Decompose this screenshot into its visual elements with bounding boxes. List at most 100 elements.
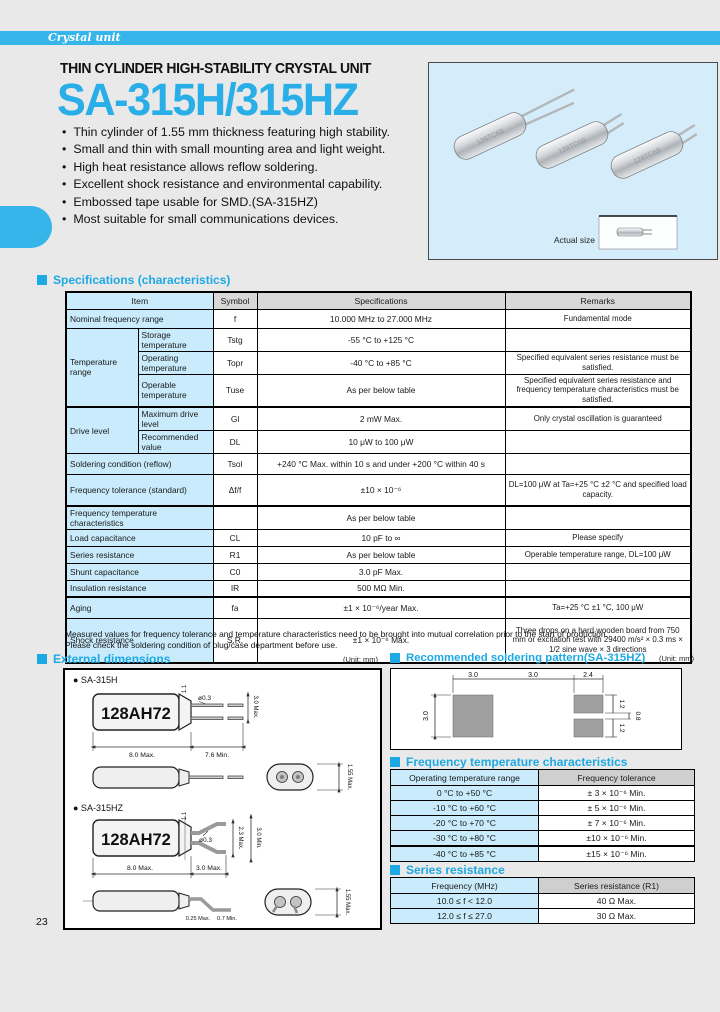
table-notes: Measured values for frequency tolerance … (65, 629, 705, 651)
hz-standoff-dim: 0.25 Max. (186, 916, 211, 922)
dim-left-height: 3.0 (423, 711, 430, 721)
crystal-1: 128TC6B (453, 88, 575, 160)
dim-right-width: 2.4 (583, 672, 593, 679)
feature-item: Thin cylinder of 1.55 mm thickness featu… (62, 124, 428, 141)
section-title: Specifications (characteristics) (53, 273, 231, 287)
unit-label: (Unit: mm) (659, 653, 694, 663)
pad-large (452, 694, 494, 738)
freq-temp-row: -20 °C to +70 °C ± 7 × 10⁻⁶ Min. (390, 815, 695, 831)
freq-temp-row: -40 °C to +85 °C ±15 × 10⁻⁶ Min. (390, 845, 695, 862)
freq-temp-heading: Frequency temperature characteristics (390, 755, 694, 769)
col-series-resistance: Series resistance (R1) (538, 877, 695, 894)
external-dimensions-box: ● SA-315H 128AH72 ø0.3 3.0 Max. 1.1 (63, 668, 382, 930)
spec-row: Shock resistance S.R. ±1 × 10⁻⁶ Max. Thr… (65, 617, 692, 664)
h-collar-dim: 1.1 (182, 684, 188, 693)
feature-item: Small and thin with small mounting area … (62, 141, 428, 158)
freq-temp-table: Operating temperature range Frequency to… (390, 769, 695, 862)
note-line: Measured values for frequency tolerance … (65, 629, 608, 639)
soldering-pattern-box: 3.0 3.0 2.4 3.0 1.2 1.2 0.8 (390, 668, 682, 750)
series-resistance-heading: Series resistance (390, 863, 694, 877)
h-body-length: 8.0 Max. (129, 752, 155, 759)
category-banner: Crystal unit (0, 31, 720, 45)
spec-row: Operating temperature Topr -40 °C to +85… (66, 350, 692, 375)
crystal-photo-graphic: 128TC6B 128TC6B 128TC6B Actual size (453, 88, 698, 250)
section-square-icon (390, 757, 400, 767)
dim-pad-gap: 0.8 (634, 711, 641, 720)
sa315hz-drawing: ● SA-315HZ 128AH72 ø0.3 2.3 Max. 3.0 Min… (73, 803, 350, 922)
sa315h-drawing: ● SA-315H 128AH72 ø0.3 3.0 Max. 1.1 (73, 675, 352, 793)
unit-label: (Unit: mm) (343, 654, 378, 664)
hz-lead-span-dim: 3.0 Min. (255, 827, 261, 849)
hz-lead-spread-dim: 2.3 Max. (237, 826, 243, 849)
specifications-table: Item Symbol Specifications Remarks Nomin… (65, 291, 692, 665)
side-index-tab (0, 206, 52, 248)
freq-temp-header-row: Operating temperature range Frequency to… (390, 769, 695, 786)
dim-pad1-height: 1.2 (618, 699, 625, 708)
section-square-icon (390, 865, 400, 875)
h-marking: 128AH72 (101, 705, 171, 723)
pad-small-top (573, 694, 604, 714)
external-dimensions-heading: External dimensions (Unit: mm) (37, 652, 378, 666)
spec-row: Frequency temperature characteristics As… (65, 504, 692, 530)
soldering-pattern-drawing: 3.0 3.0 2.4 3.0 1.2 1.2 0.8 (423, 672, 641, 740)
spec-row: Recommended value DL 10 μW to 100 μW (66, 430, 692, 455)
spec-row: Temperature range Storage temperature Ts… (65, 327, 692, 408)
section-square-icon (37, 275, 47, 285)
sa315h-label: ● SA-315H (73, 675, 117, 685)
spec-row: Frequency tolerance (standard) Δf/f ±10 … (65, 474, 692, 507)
specifications-section-heading: Specifications (characteristics) (37, 273, 437, 287)
product-title: SA-315H/315HZ (57, 74, 359, 125)
spec-row: Insulation resistance IR 500 MΩ Min. (65, 579, 692, 598)
dimension-drawings: ● SA-315H 128AH72 ø0.3 3.0 Max. 1.1 (73, 675, 352, 922)
page-number: 23 (36, 916, 48, 928)
hz-foot-dim: 0.7 Min. (217, 916, 237, 922)
hz-lead-length: 3.0 Max. (196, 865, 222, 872)
feature-item: Embossed tape usable for SMD.(SA-315HZ) (62, 194, 428, 211)
section-title: Recommended soldering pattern(SA-315HZ) (406, 652, 646, 664)
feature-item: High heat resistance allows reflow solde… (62, 159, 428, 176)
col-item: Item (65, 291, 214, 310)
col-symbol: Symbol (212, 291, 258, 310)
hz-collar-dim: 1.1 (182, 811, 188, 820)
section-square-icon (390, 653, 400, 663)
col-frequency-tolerance: Frequency tolerance (538, 769, 695, 786)
soldering-pattern-heading: Recommended soldering pattern(SA-315HZ) … (390, 652, 694, 664)
spec-row: Drive level Maximum drive level Gl 2 mW … (65, 406, 692, 455)
dim-gap-width: 3.0 (528, 672, 538, 679)
series-resistance-table: Frequency (MHz) Series resistance (R1) 1… (390, 877, 695, 924)
series-res-row: 10.0 ≤ f < 12.0 40 Ω Max. (390, 893, 695, 909)
hz-lead-diameter: ø0.3 (199, 837, 212, 844)
dim-pad2-height: 1.2 (618, 723, 625, 732)
series-res-header-row: Frequency (MHz) Series resistance (R1) (390, 877, 695, 894)
feature-item: Most suitable for small communications d… (62, 211, 428, 228)
product-photo: 128TC6B 128TC6B 128TC6B Actual size (428, 62, 718, 260)
crystal-2: 128TC6B (535, 113, 625, 169)
pad-small-bottom (573, 718, 604, 738)
freq-temp-row: -30 °C to +80 °C ±10 × 10⁻⁶ Min. (390, 830, 695, 847)
freq-temp-row: 0 °C to +50 °C ± 3 × 10⁻⁶ Min. (390, 785, 695, 801)
category-label: Crystal unit (48, 31, 121, 44)
spec-row: Operable temperature Tuse As per below t… (66, 373, 692, 408)
spec-row: Aging fa ±1 × 10⁻⁶/year Max. Ta=+25 °C ±… (65, 596, 692, 619)
h-height-dim: 3.0 Max. (252, 695, 258, 718)
group-temperature-range: Temperature range (65, 327, 139, 408)
col-frequency: Frequency (MHz) (390, 877, 539, 894)
hz-marking: 128AH72 (101, 831, 171, 849)
section-square-icon (37, 654, 47, 664)
h-lead-length: 7.6 Min. (205, 752, 229, 759)
col-specifications: Specifications (256, 291, 506, 310)
feature-list: Thin cylinder of 1.55 mm thickness featu… (62, 124, 428, 228)
actual-size-inset: Actual size (554, 215, 678, 250)
crystal-3: 128TC6B (610, 123, 698, 179)
spec-row: Soldering condition (reflow) Tsol +240 °… (65, 453, 692, 476)
hz-thickness-dim: 1.55 Max. (344, 889, 350, 916)
dim-left-width: 3.0 (468, 672, 478, 679)
feature-item: Excellent shock resistance and environme… (62, 176, 428, 193)
actual-size-label: Actual size (554, 235, 595, 245)
h-lead-diameter: ø0.3 (198, 695, 211, 702)
note-line: Please check the soldering condition of … (65, 640, 338, 650)
spec-row: Nominal frequency range f 10.000 MHz to … (65, 308, 692, 329)
sa315hz-label: ● SA-315HZ (73, 803, 123, 813)
section-title: Series resistance (406, 863, 505, 877)
